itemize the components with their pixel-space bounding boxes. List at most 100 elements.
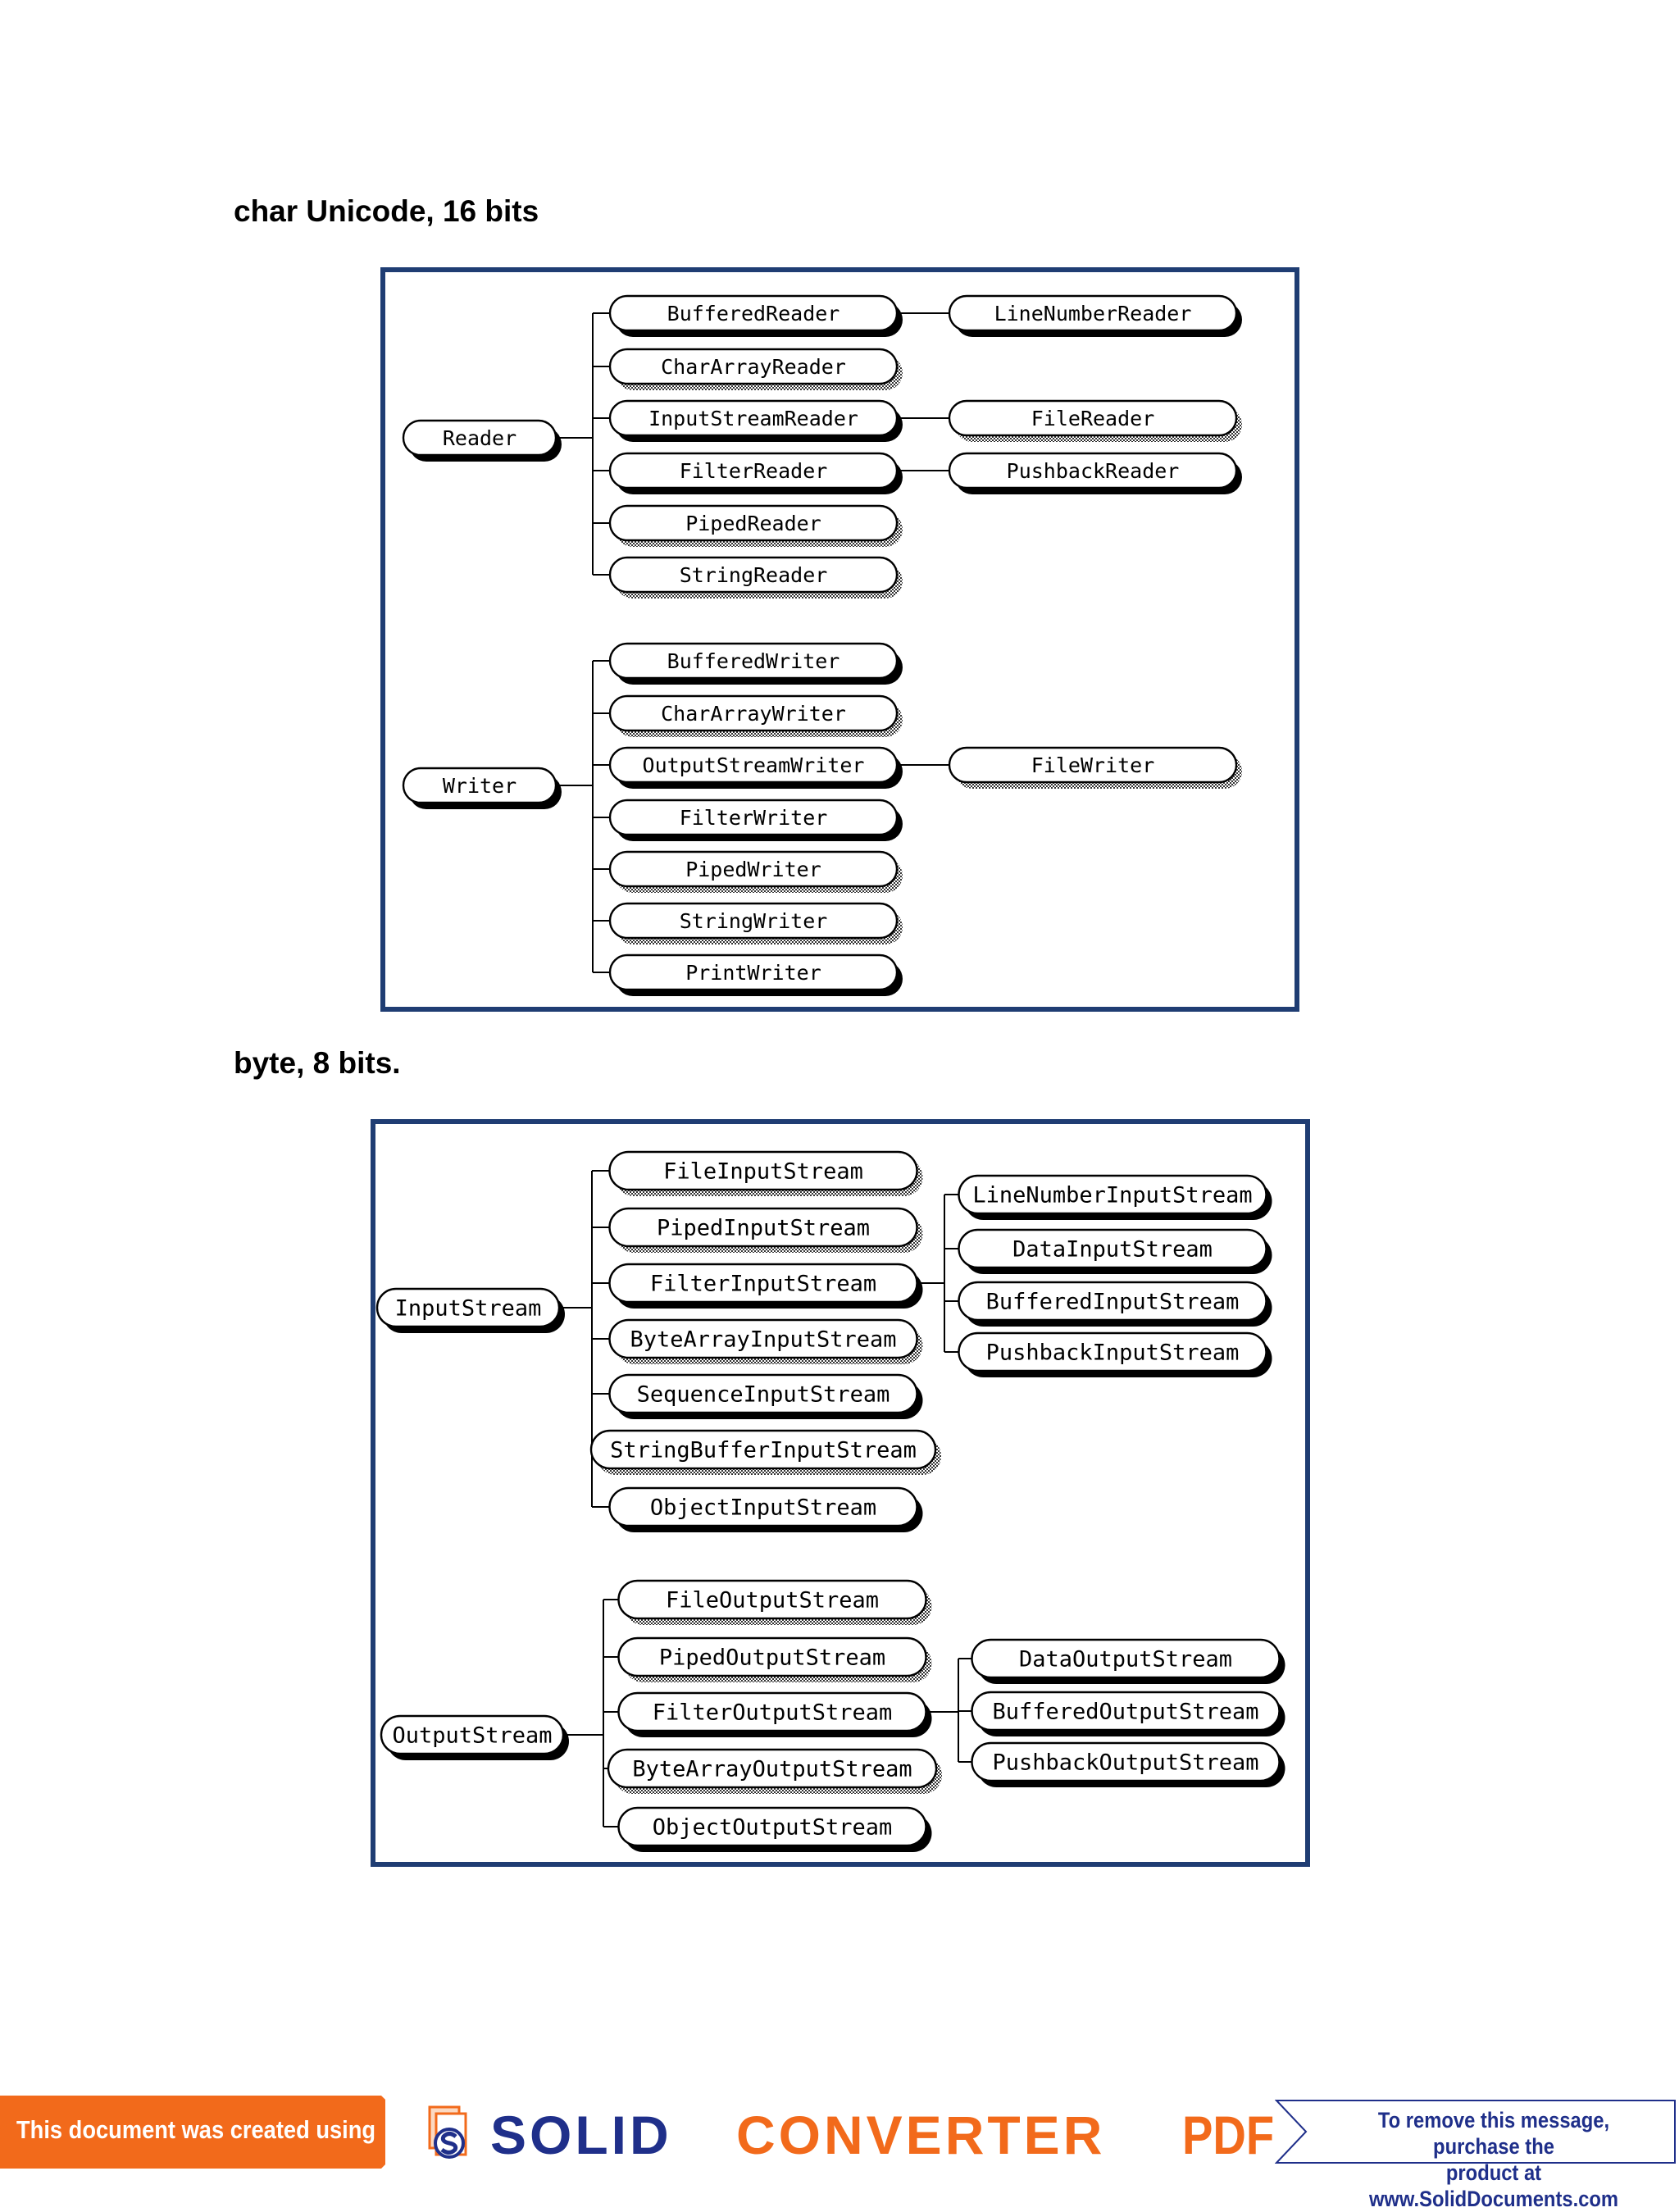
class-node-input-stream: InputStream bbox=[375, 1287, 565, 1333]
banner-purchase-text[interactable]: To remove this message, purchase the pro… bbox=[1335, 2107, 1652, 2212]
node-pill bbox=[608, 694, 899, 732]
node-label: CharArrayWriter bbox=[661, 702, 846, 726]
class-node-line-number-input-stream: LineNumberInputStream bbox=[958, 1174, 1272, 1220]
node-label: FileWriter bbox=[1031, 753, 1155, 777]
byte-hierarchy-svg: InputStream FileInputStreamPipedInputStre… bbox=[375, 1150, 1285, 1852]
node-label: PipedReader bbox=[685, 512, 821, 535]
node-pill bbox=[608, 642, 899, 680]
node-pill bbox=[617, 1579, 927, 1620]
class-node-sequence-input-stream: SequenceInputStream bbox=[608, 1373, 923, 1419]
node-label: StringBufferInputStream bbox=[610, 1438, 917, 1463]
class-node-filter-writer: FilterWriter bbox=[608, 799, 903, 841]
node-pill bbox=[608, 954, 899, 991]
node-label: ByteArrayInputStream bbox=[630, 1327, 896, 1353]
solid-logo-icon bbox=[428, 2105, 467, 2159]
node-pill bbox=[608, 1318, 918, 1359]
node-label: InputStream bbox=[395, 1296, 542, 1322]
node-pill bbox=[971, 1638, 1281, 1679]
node-label: OutputStreamWriter bbox=[643, 753, 865, 777]
class-node-filter-reader: FilterReader bbox=[608, 452, 903, 494]
node-pill bbox=[948, 399, 1238, 437]
class-node-pushback-input-stream: PushbackInputStream bbox=[958, 1331, 1272, 1377]
banner-created-text: This document was created using bbox=[16, 2115, 376, 2144]
node-pill bbox=[617, 1636, 927, 1677]
node-label: BufferedOutputStream bbox=[992, 1700, 1258, 1725]
node-label: OutputStream bbox=[392, 1723, 552, 1749]
node-label: FilterWriter bbox=[680, 806, 828, 830]
node-label: PushbackOutputStream bbox=[992, 1750, 1258, 1776]
class-node-pushback-reader: PushbackReader bbox=[948, 452, 1242, 494]
class-node-filter-output-stream: FilterOutputStream bbox=[617, 1691, 932, 1737]
node-pill bbox=[608, 902, 899, 940]
node-pill bbox=[608, 1486, 918, 1527]
class-node-char-array-writer: CharArrayWriter bbox=[608, 694, 903, 737]
node-label: InputStreamReader bbox=[648, 407, 858, 430]
banner-purchase-line1: To remove this message, purchase the bbox=[1377, 2108, 1610, 2159]
banner-orange-tab bbox=[0, 2096, 385, 2169]
node-pill bbox=[958, 1174, 1267, 1215]
node-label: Reader bbox=[443, 426, 516, 450]
class-node-char-array-reader: CharArrayReader bbox=[608, 348, 903, 390]
class-node-object-input-stream: ObjectInputStream bbox=[608, 1486, 923, 1532]
node-label: FileInputStream bbox=[663, 1159, 863, 1185]
class-node-file-writer: FileWriter bbox=[948, 746, 1242, 789]
class-node-piped-output-stream: PipedOutputStream bbox=[617, 1636, 932, 1682]
node-label: FilterInputStream bbox=[650, 1272, 876, 1297]
section-heading-char: char Unicode, 16 bits bbox=[234, 194, 539, 228]
node-pill bbox=[608, 799, 899, 836]
class-node-buffered-reader: BufferedReader bbox=[608, 294, 903, 337]
node-label: PipedWriter bbox=[685, 858, 821, 881]
class-node-input-stream-reader: InputStreamReader bbox=[608, 399, 903, 442]
node-label: ObjectInputStream bbox=[650, 1495, 876, 1521]
node-label: CharArrayReader bbox=[661, 355, 846, 379]
class-node-file-reader: FileReader bbox=[948, 399, 1242, 442]
class-node-output-stream: OutputStream bbox=[380, 1714, 569, 1760]
class-node-buffered-writer: BufferedWriter bbox=[608, 642, 903, 685]
node-label: PrintWriter bbox=[685, 961, 821, 985]
class-node-string-writer: StringWriter bbox=[608, 902, 903, 944]
node-label: ByteArrayOutputStream bbox=[632, 1757, 912, 1782]
node-label: BufferedWriter bbox=[667, 649, 840, 673]
node-pill bbox=[948, 294, 1238, 332]
class-node-buffered-output-stream: BufferedOutputStream bbox=[971, 1691, 1285, 1736]
node-label: ObjectOutputStream bbox=[653, 1815, 893, 1841]
node-pill bbox=[608, 348, 899, 385]
class-node-byte-array-input-stream: ByteArrayInputStream bbox=[608, 1318, 923, 1364]
class-node-writer: Writer bbox=[402, 767, 562, 809]
class-node-piped-input-stream: PipedInputStream bbox=[608, 1207, 923, 1253]
class-node-data-input-stream: DataInputStream bbox=[958, 1228, 1272, 1274]
watermark-banner: This document was created using SOLID CO… bbox=[0, 2096, 1679, 2211]
node-pill bbox=[948, 746, 1238, 784]
class-node-buffered-input-stream: BufferedInputStream bbox=[958, 1281, 1272, 1327]
class-node-string-reader: StringReader bbox=[608, 556, 903, 599]
node-label: StringWriter bbox=[680, 909, 828, 933]
node-label: PipedInputStream bbox=[657, 1216, 870, 1241]
node-label: FilterOutputStream bbox=[653, 1700, 893, 1726]
node-label: BufferedReader bbox=[667, 302, 840, 325]
node-label: PushbackInputStream bbox=[986, 1340, 1240, 1366]
class-node-pushback-output-stream: PushbackOutputStream bbox=[971, 1741, 1285, 1787]
class-node-filter-input-stream: FilterInputStream bbox=[608, 1263, 923, 1309]
class-node-print-writer: PrintWriter bbox=[608, 954, 903, 996]
banner-brand-pdf: PDF bbox=[1182, 2105, 1275, 2165]
node-pill bbox=[958, 1281, 1267, 1322]
node-label: BufferedInputStream bbox=[986, 1290, 1240, 1315]
node-label: DataInputStream bbox=[1012, 1237, 1213, 1263]
node-pill bbox=[958, 1228, 1267, 1269]
node-label: Writer bbox=[443, 774, 516, 798]
node-label: PushbackReader bbox=[1007, 459, 1180, 483]
node-label: LineNumberReader bbox=[994, 302, 1192, 325]
node-pill bbox=[589, 1429, 937, 1470]
class-node-byte-array-output-stream: ByteArrayOutputStream bbox=[607, 1748, 942, 1794]
node-label: SequenceInputStream bbox=[637, 1382, 890, 1408]
node-label: FileReader bbox=[1031, 407, 1155, 430]
banner-brand-solid: SOLID bbox=[490, 2105, 672, 2165]
class-node-object-output-stream: ObjectOutputStream bbox=[617, 1806, 932, 1852]
class-node-reader: Reader bbox=[402, 419, 562, 462]
section-heading-byte: byte, 8 bits. bbox=[234, 1046, 401, 1080]
node-label: FileOutputStream bbox=[666, 1588, 879, 1613]
class-node-output-stream-writer: OutputStreamWriter bbox=[608, 746, 903, 789]
node-label: DataOutputStream bbox=[1019, 1647, 1232, 1673]
class-node-piped-writer: PipedWriter bbox=[608, 850, 903, 893]
